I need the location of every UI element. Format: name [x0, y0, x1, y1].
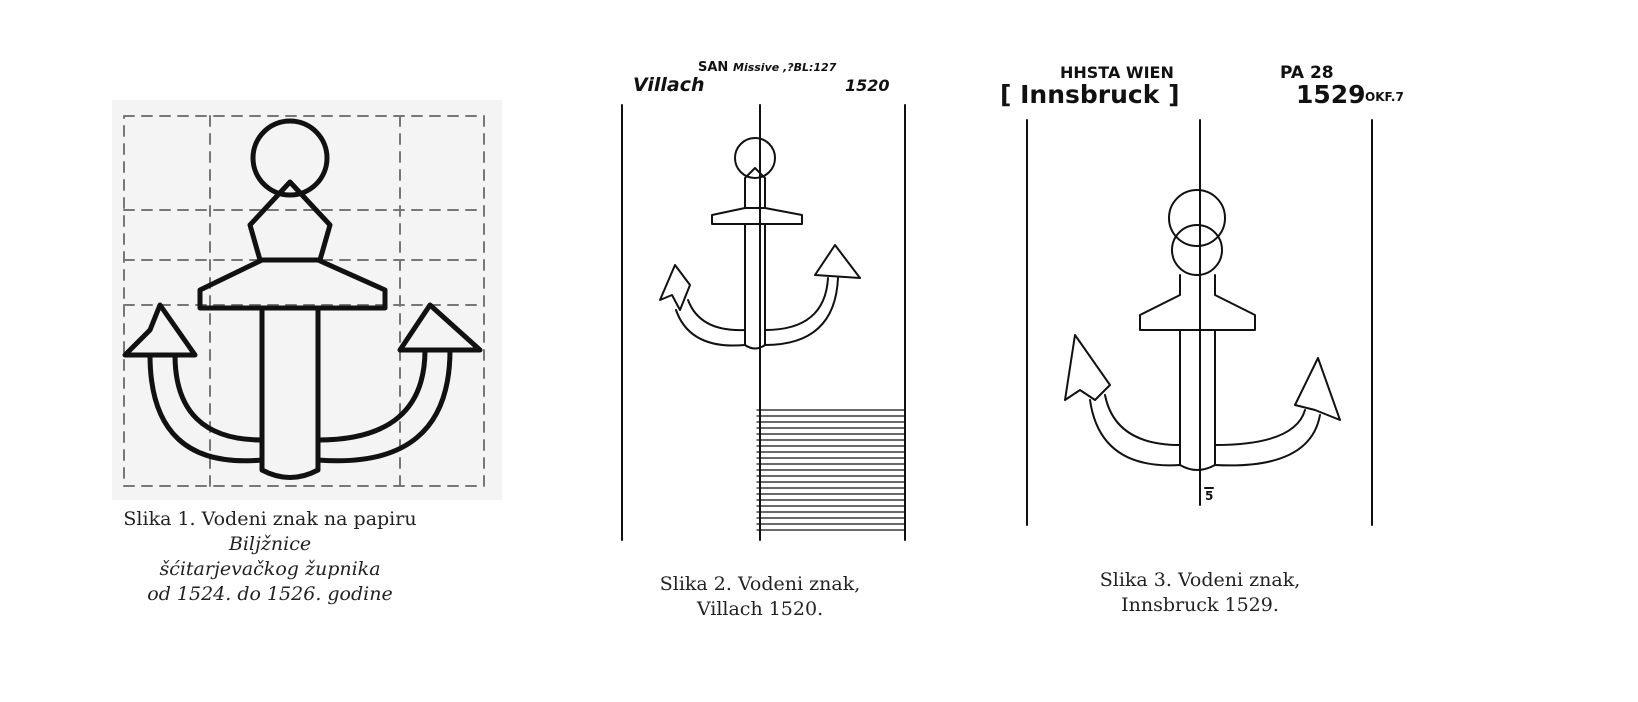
label-place: [ Innsbruck ] — [1000, 80, 1180, 109]
figure-1-anchor-drawing — [112, 100, 502, 500]
figure-2-anchor-drawing: SAN Missive ,?BL:127 Villach 1520 — [621, 60, 906, 541]
caption-text: Innsbruck 1529. — [1121, 594, 1279, 616]
caption-text: Villach 1520. — [696, 598, 824, 620]
label-archive: SAN — [698, 60, 728, 75]
figure-3-caption: Slika 3. Vodeni znak, Innsbruck 1529. — [1060, 568, 1340, 618]
caption-italic-title: šćitarjevačkog župnika — [159, 558, 381, 580]
caption-text: Slika 2. Vodeni znak, — [659, 573, 861, 595]
label-folio: OKF.7 — [1365, 90, 1404, 104]
label-series: PA 28 — [1280, 63, 1334, 83]
label-year: 1520 — [845, 76, 890, 95]
figure-1-caption: Slika 1. Vodeni znak na papiru Biljžnice… — [90, 507, 450, 607]
label-mark: 5 — [1205, 489, 1213, 503]
figure-2-caption: Slika 2. Vodeni znak, Villach 1520. — [620, 572, 900, 622]
chain-line-hatching — [756, 409, 906, 531]
caption-date-range: od 1524. do 1526. godine — [147, 583, 393, 605]
label-series: Missive ,?BL:127 — [733, 61, 837, 74]
caption-text: Slika 3. Vodeni znak, — [1099, 569, 1301, 591]
caption-italic-title: Biljžnice — [228, 533, 312, 555]
caption-text: Slika 1. Vodeni znak na papiru — [123, 508, 417, 530]
label-place: Villach — [633, 74, 705, 96]
label-year: 1529 — [1296, 80, 1366, 109]
figure-3-anchor-drawing: 5 HHSTA WIEN PA 28 [ Innsbruck ] 1529 OK… — [1000, 63, 1404, 526]
label-archive: HHSTA WIEN — [1060, 63, 1174, 82]
